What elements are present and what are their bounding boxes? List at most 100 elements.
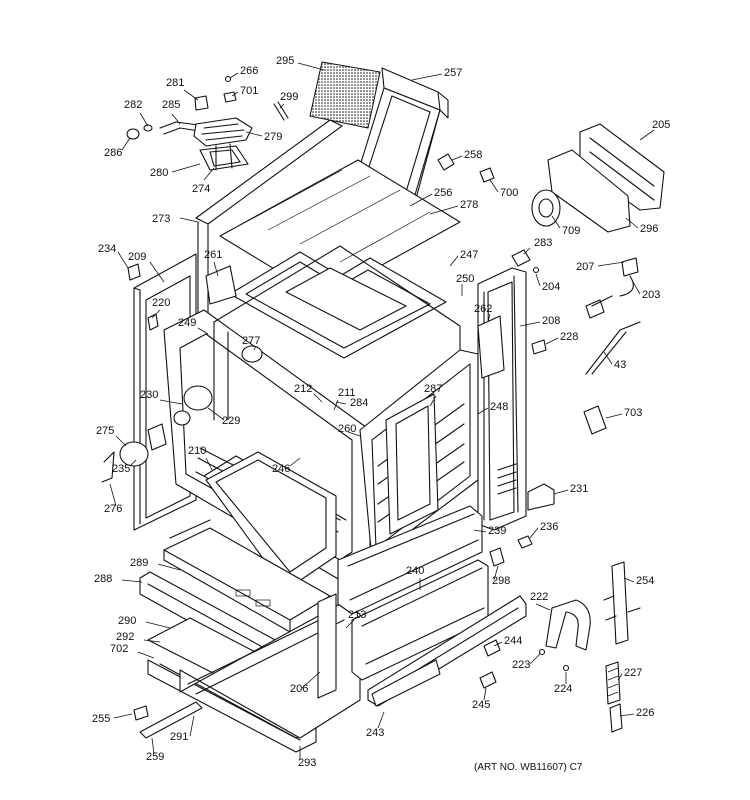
part-label-227: 227 xyxy=(624,667,642,679)
part-label-223: 223 xyxy=(512,659,530,671)
leader-274 xyxy=(203,167,215,181)
part-label-255: 255 xyxy=(92,713,110,725)
part-label-231: 231 xyxy=(570,483,588,495)
lower-frame xyxy=(139,571,361,753)
leader-273 xyxy=(179,217,199,223)
leader-246 xyxy=(289,457,301,467)
part-label-703: 703 xyxy=(624,407,642,419)
leader-702 xyxy=(137,651,155,659)
leader-223 xyxy=(529,653,541,665)
leader-286 xyxy=(121,137,131,151)
part-label-203: 203 xyxy=(642,289,660,301)
leader-709 xyxy=(551,215,561,229)
burner-assembly xyxy=(159,117,253,171)
leader-266 xyxy=(229,72,239,79)
part-label-229: 229 xyxy=(222,415,240,427)
part-label-702: 702 xyxy=(110,643,128,655)
leader-295 xyxy=(297,62,325,71)
leader-280 xyxy=(171,163,201,173)
part-label-288: 288 xyxy=(94,573,112,585)
screw-266 xyxy=(224,75,232,83)
leader-235 xyxy=(129,459,137,467)
leader-231 xyxy=(553,489,569,495)
leader-206 xyxy=(301,671,321,689)
pin-299 xyxy=(273,101,289,121)
part-label-276: 276 xyxy=(104,503,122,515)
leader-lines xyxy=(109,62,655,760)
leader-244 xyxy=(493,641,503,647)
part-label-295: 295 xyxy=(276,55,294,67)
leader-289 xyxy=(157,563,181,571)
leader-260 xyxy=(347,431,361,437)
leader-208 xyxy=(519,321,541,327)
cap-286 xyxy=(126,128,140,140)
part-label-220: 220 xyxy=(152,297,170,309)
kick-panels xyxy=(337,505,527,707)
leader-292 xyxy=(143,639,161,643)
leader-299 xyxy=(279,103,285,109)
part-label-273: 273 xyxy=(152,213,170,225)
part-label-204: 204 xyxy=(542,281,560,293)
part-label-235: 235 xyxy=(112,463,130,475)
part-label-250: 250 xyxy=(456,273,474,285)
leader-254 xyxy=(623,577,635,583)
part-label-283: 283 xyxy=(534,237,552,249)
part-label-246: 246 xyxy=(272,463,290,475)
part-label-258: 258 xyxy=(464,149,482,161)
leader-248 xyxy=(477,407,489,415)
leader-203 xyxy=(631,279,641,295)
part-label-207: 207 xyxy=(576,261,594,273)
part-label-700: 700 xyxy=(500,187,518,199)
leader-249 xyxy=(197,327,209,335)
left-small-parts xyxy=(101,263,213,721)
part-label-286: 286 xyxy=(104,147,122,159)
leader-277 xyxy=(253,345,257,351)
leader-207 xyxy=(597,261,625,267)
leader-283 xyxy=(523,247,531,255)
leader-703 xyxy=(605,413,623,419)
part-label-266: 266 xyxy=(240,65,258,77)
leader-236 xyxy=(529,527,539,539)
leader-205 xyxy=(639,129,655,141)
part-label-284: 284 xyxy=(350,397,368,409)
leader-701 xyxy=(231,91,239,97)
leader-228 xyxy=(545,337,559,345)
part-label-259: 259 xyxy=(146,751,164,763)
part-label-249: 249 xyxy=(178,317,196,329)
gasket-frame xyxy=(229,251,447,359)
part-label-213: 213 xyxy=(348,609,366,621)
leader-243 xyxy=(377,711,385,729)
leader-229 xyxy=(207,407,225,421)
part-label-254: 254 xyxy=(636,575,654,587)
part-label-210: 210 xyxy=(188,445,206,457)
leader-227 xyxy=(617,673,623,681)
bracket-281 xyxy=(194,95,209,111)
part-label-285: 285 xyxy=(162,99,180,111)
right-small-parts xyxy=(437,123,665,733)
part-label-261: 261 xyxy=(204,249,222,261)
part-label-292: 292 xyxy=(116,631,134,643)
part-label-287: 287 xyxy=(424,383,442,395)
part-label-260: 260 xyxy=(338,423,356,435)
part-label-299: 299 xyxy=(280,91,298,103)
spring-282 xyxy=(143,124,153,132)
part-label-224: 224 xyxy=(554,683,572,695)
leader-211 xyxy=(333,399,339,411)
leader-239 xyxy=(473,529,487,533)
part-label-709: 709 xyxy=(562,225,580,237)
leader-247 xyxy=(449,255,459,267)
clip-701 xyxy=(223,91,237,103)
part-label-243: 243 xyxy=(366,727,384,739)
top-rail xyxy=(195,119,343,329)
part-label-257: 257 xyxy=(444,67,462,79)
leader-259 xyxy=(151,737,155,755)
part-label-205: 205 xyxy=(652,119,670,131)
leader-234 xyxy=(117,251,129,269)
part-label-278: 278 xyxy=(460,199,478,211)
part-label-236: 236 xyxy=(540,521,558,533)
part-label-240: 240 xyxy=(406,565,424,577)
leader-284 xyxy=(335,401,347,405)
leader-261 xyxy=(213,261,219,277)
